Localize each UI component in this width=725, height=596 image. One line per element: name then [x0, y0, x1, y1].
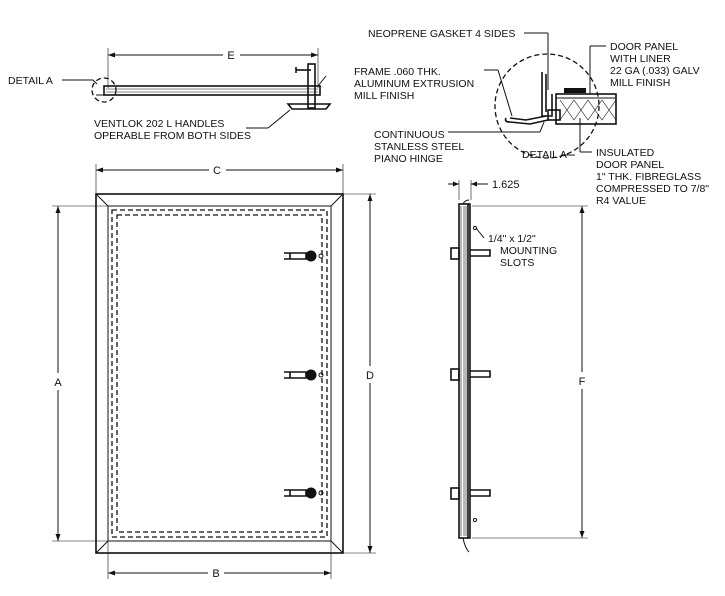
hinge-label-line2: STANLESS STEEL [374, 141, 464, 153]
side-handle-top [450, 247, 491, 260]
insulated-label-line2: DOOR PANEL [596, 159, 664, 171]
insulated-label-line5: R4 VALUE [596, 195, 646, 207]
slots-label-line1: 1/4" x 1/2" [488, 233, 536, 245]
frame-label-line1: FRAME .060 THK. [354, 66, 441, 78]
handles-label-line2: OPERABLE FROM BOTH SIDES [94, 130, 251, 142]
slots-label-line2: MOUNTING [500, 245, 557, 257]
front-view: C [52, 164, 376, 580]
detail-a-label-circle: DETAIL A [522, 149, 567, 161]
side-view: 1.625 1/4" x 1/2" MOUNTING SLOTS [448, 179, 588, 553]
detail-a-label-top: DETAIL A [8, 75, 53, 87]
dimension-f: F [579, 376, 586, 388]
hinge-label-line3: PIANO HINGE [374, 153, 443, 165]
door-panel-label-line1: DOOR PANEL [610, 41, 678, 53]
dimension-b: B [212, 568, 219, 580]
handle-top [284, 250, 324, 262]
detail-a-view: DETAIL A [494, 53, 617, 161]
door-panel-label-line4: MILL FINISH [610, 77, 670, 89]
dimension-c: C [213, 165, 221, 177]
insulated-label-line3: 1" THK. FIBREGLASS [596, 171, 701, 183]
hinge-label-line1: CONTINUOUS [374, 129, 445, 141]
handles-label-line1: VENTLOK 202 L HANDLES [94, 118, 224, 130]
slots-label-line3: SLOTS [500, 257, 534, 269]
dimension-side-depth: 1.625 [492, 179, 520, 191]
neoprene-gasket-label: NEOPRENE GASKET 4 SIDES [368, 28, 515, 40]
dimension-a: A [54, 377, 62, 389]
top-section-view: E DETAIL A VENTLOK 202 L HANDLES OPERABL… [8, 48, 332, 142]
side-handle-middle [450, 368, 491, 381]
insulated-label-line4: COMPRESSED TO 7/8" [596, 183, 709, 195]
dimension-d: D [366, 370, 374, 382]
frame-label-line3: MILL FINISH [354, 90, 414, 102]
insulated-label-line1: INSULATED [596, 147, 655, 159]
door-panel-label-line2: WITH LINER [610, 53, 671, 65]
frame-label-line2: ALUMINUM EXTRUSION [354, 78, 474, 90]
dimension-e: E [227, 50, 234, 62]
handle-bottom [284, 487, 324, 499]
side-handle-bottom [450, 487, 491, 500]
detail-callouts: NEOPRENE GASKET 4 SIDES DOOR PANEL WITH … [354, 28, 709, 207]
door-panel-label-line3: 22 GA (.033) GALV [610, 65, 700, 77]
handle-middle [284, 369, 324, 381]
